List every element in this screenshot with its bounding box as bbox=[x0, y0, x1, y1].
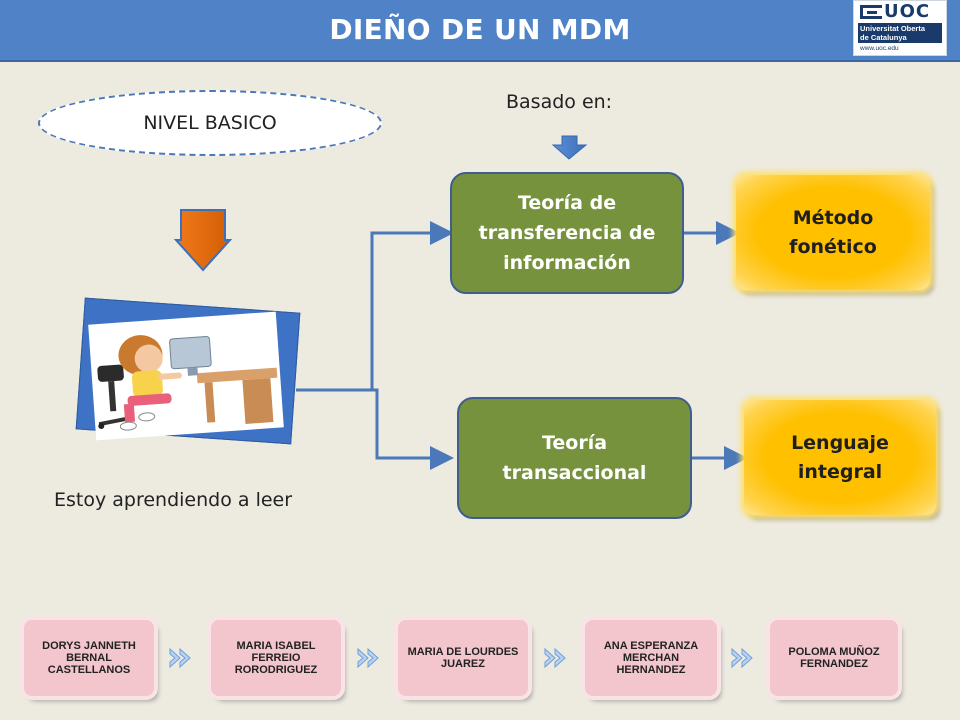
method-integral-box: Lenguaje integral bbox=[744, 400, 936, 515]
blue-down-arrow-icon bbox=[551, 135, 588, 160]
method-integral-label: Lenguaje integral bbox=[791, 431, 889, 483]
author-box-5: POLOMA MUÑOZ FERNANDEZ bbox=[770, 620, 898, 696]
based-on-label: Basado en: bbox=[506, 91, 613, 113]
author-name: MARIA DE LOURDES JUAREZ bbox=[407, 646, 519, 670]
uoc-mark-icon bbox=[860, 5, 882, 19]
header-bar bbox=[0, 0, 960, 62]
author-name: ANA ESPERANZA MERCHAN HERNANDEZ bbox=[603, 640, 699, 676]
author-box-3: MARIA DE LOURDES JUAREZ bbox=[398, 620, 528, 696]
double-chevron-right-icon bbox=[357, 647, 379, 669]
orange-down-arrow-icon bbox=[173, 209, 233, 272]
caption-text: Estoy aprendiendo a leer bbox=[54, 489, 293, 511]
theory-transactional-box: Teoría transaccional bbox=[457, 397, 692, 519]
author-name: DORYS JANNETH BERNAL CASTELLANOS bbox=[42, 640, 136, 676]
branch-connector bbox=[296, 221, 748, 470]
page-title: DIEÑO DE UN MDM bbox=[329, 13, 631, 46]
level-label: NIVEL BASICO bbox=[143, 112, 277, 134]
logo-url: www.uoc.edu bbox=[860, 45, 899, 52]
method-phonetic-label: Método fonético bbox=[789, 206, 877, 258]
author-box-1: DORYS JANNETH BERNAL CASTELLANOS bbox=[24, 620, 154, 696]
theory-transactional-label: Teoría transaccional bbox=[502, 432, 647, 484]
author-box-2: MARIA ISABEL FERREIO RORODRIGUEZ bbox=[211, 620, 341, 696]
child-computer-image bbox=[88, 311, 284, 441]
level-ellipse: NIVEL BASICO bbox=[38, 90, 382, 156]
method-phonetic-box: Método fonético bbox=[736, 175, 930, 290]
double-chevron-right-icon bbox=[544, 647, 566, 669]
double-chevron-right-icon bbox=[731, 647, 753, 669]
logo-brand: UOC bbox=[884, 1, 931, 22]
author-name: MARIA ISABEL FERREIO RORODRIGUEZ bbox=[234, 640, 318, 676]
author-name: POLOMA MUÑOZ FERNANDEZ bbox=[788, 646, 880, 670]
double-chevron-right-icon bbox=[169, 647, 191, 669]
author-box-4: ANA ESPERANZA MERCHAN HERNANDEZ bbox=[585, 620, 717, 696]
theory-transfer-box: Teoría de transferencia de información bbox=[450, 172, 684, 294]
theory-transfer-label: Teoría de transferencia de información bbox=[478, 192, 656, 274]
